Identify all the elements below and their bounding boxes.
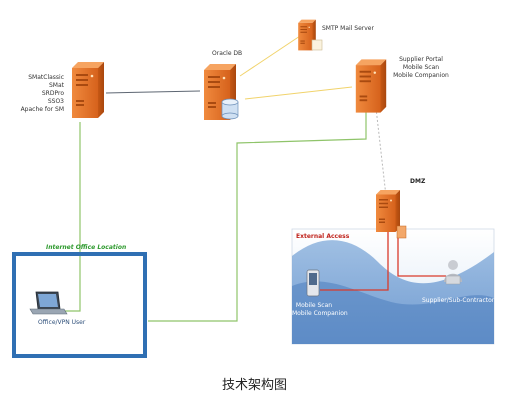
link-main-to-office	[62, 122, 81, 312]
mobile-label-line-2: Mobile Companion	[292, 310, 348, 317]
supplier-label: Supplier/Sub-Contractor	[422, 297, 495, 304]
external-links	[320, 232, 446, 291]
supplier-portal-line-3: Mobile Companion	[393, 72, 449, 79]
connection-lines	[62, 35, 387, 322]
dmz-server-icon	[376, 190, 400, 232]
figure-caption: 技术架构图	[221, 378, 287, 393]
internal-office-zone	[12, 252, 147, 358]
office-user-label: Office/VPN User	[38, 319, 86, 326]
supplier-portal-line-1: Supplier Portal	[399, 56, 443, 63]
link-oracle-to-smtp	[239, 35, 301, 77]
mobile-label: Mobile Scan Mobile Companion	[292, 302, 348, 318]
main-server-line-2: SMat	[48, 82, 64, 89]
main-server-line-1: SMatClassic	[28, 74, 64, 81]
link-oracle-to-portal	[244, 86, 353, 100]
external-access-zone	[291, 228, 495, 345]
link-main-to-oracle	[105, 90, 201, 94]
external-access-title: External Access	[296, 233, 350, 240]
internal-office-title: Internet Office Location	[46, 244, 127, 251]
main-server-line-4: SSO3	[47, 98, 64, 105]
link-dmz-to-supplier	[397, 232, 446, 277]
main-server-line-3: SRDPro	[41, 90, 64, 97]
main-server-label: SMatClassic SMat SRDPro SSO3 Apache for …	[14, 74, 64, 114]
envelope-icon	[311, 39, 323, 51]
database-icon	[221, 98, 239, 120]
dmz-gate-icon	[396, 225, 407, 239]
mobile-label-line-1: Mobile Scan	[295, 302, 333, 309]
main-server-line-5: Apache for SM	[20, 106, 64, 113]
supplier-portal-server-icon	[355, 59, 387, 113]
link-portal-to-office	[148, 106, 367, 322]
smtp-server-label: SMTP Mail Server	[322, 25, 374, 32]
supplier-person-icon	[444, 260, 462, 285]
laptop-icon	[29, 291, 68, 315]
supplier-portal-line-2: Mobile Scan	[402, 64, 440, 71]
link-portal-to-dmz	[375, 107, 387, 197]
supplier-portal-label: Supplier Portal Mobile Scan Mobile Compa…	[386, 56, 456, 80]
dmz-label: DMZ	[410, 178, 426, 185]
link-dmz-to-mobile	[320, 232, 389, 291]
mobile-device-icon	[306, 269, 320, 297]
oracle-db-label: Oracle DB	[212, 50, 243, 57]
main-server-icon	[72, 62, 104, 118]
